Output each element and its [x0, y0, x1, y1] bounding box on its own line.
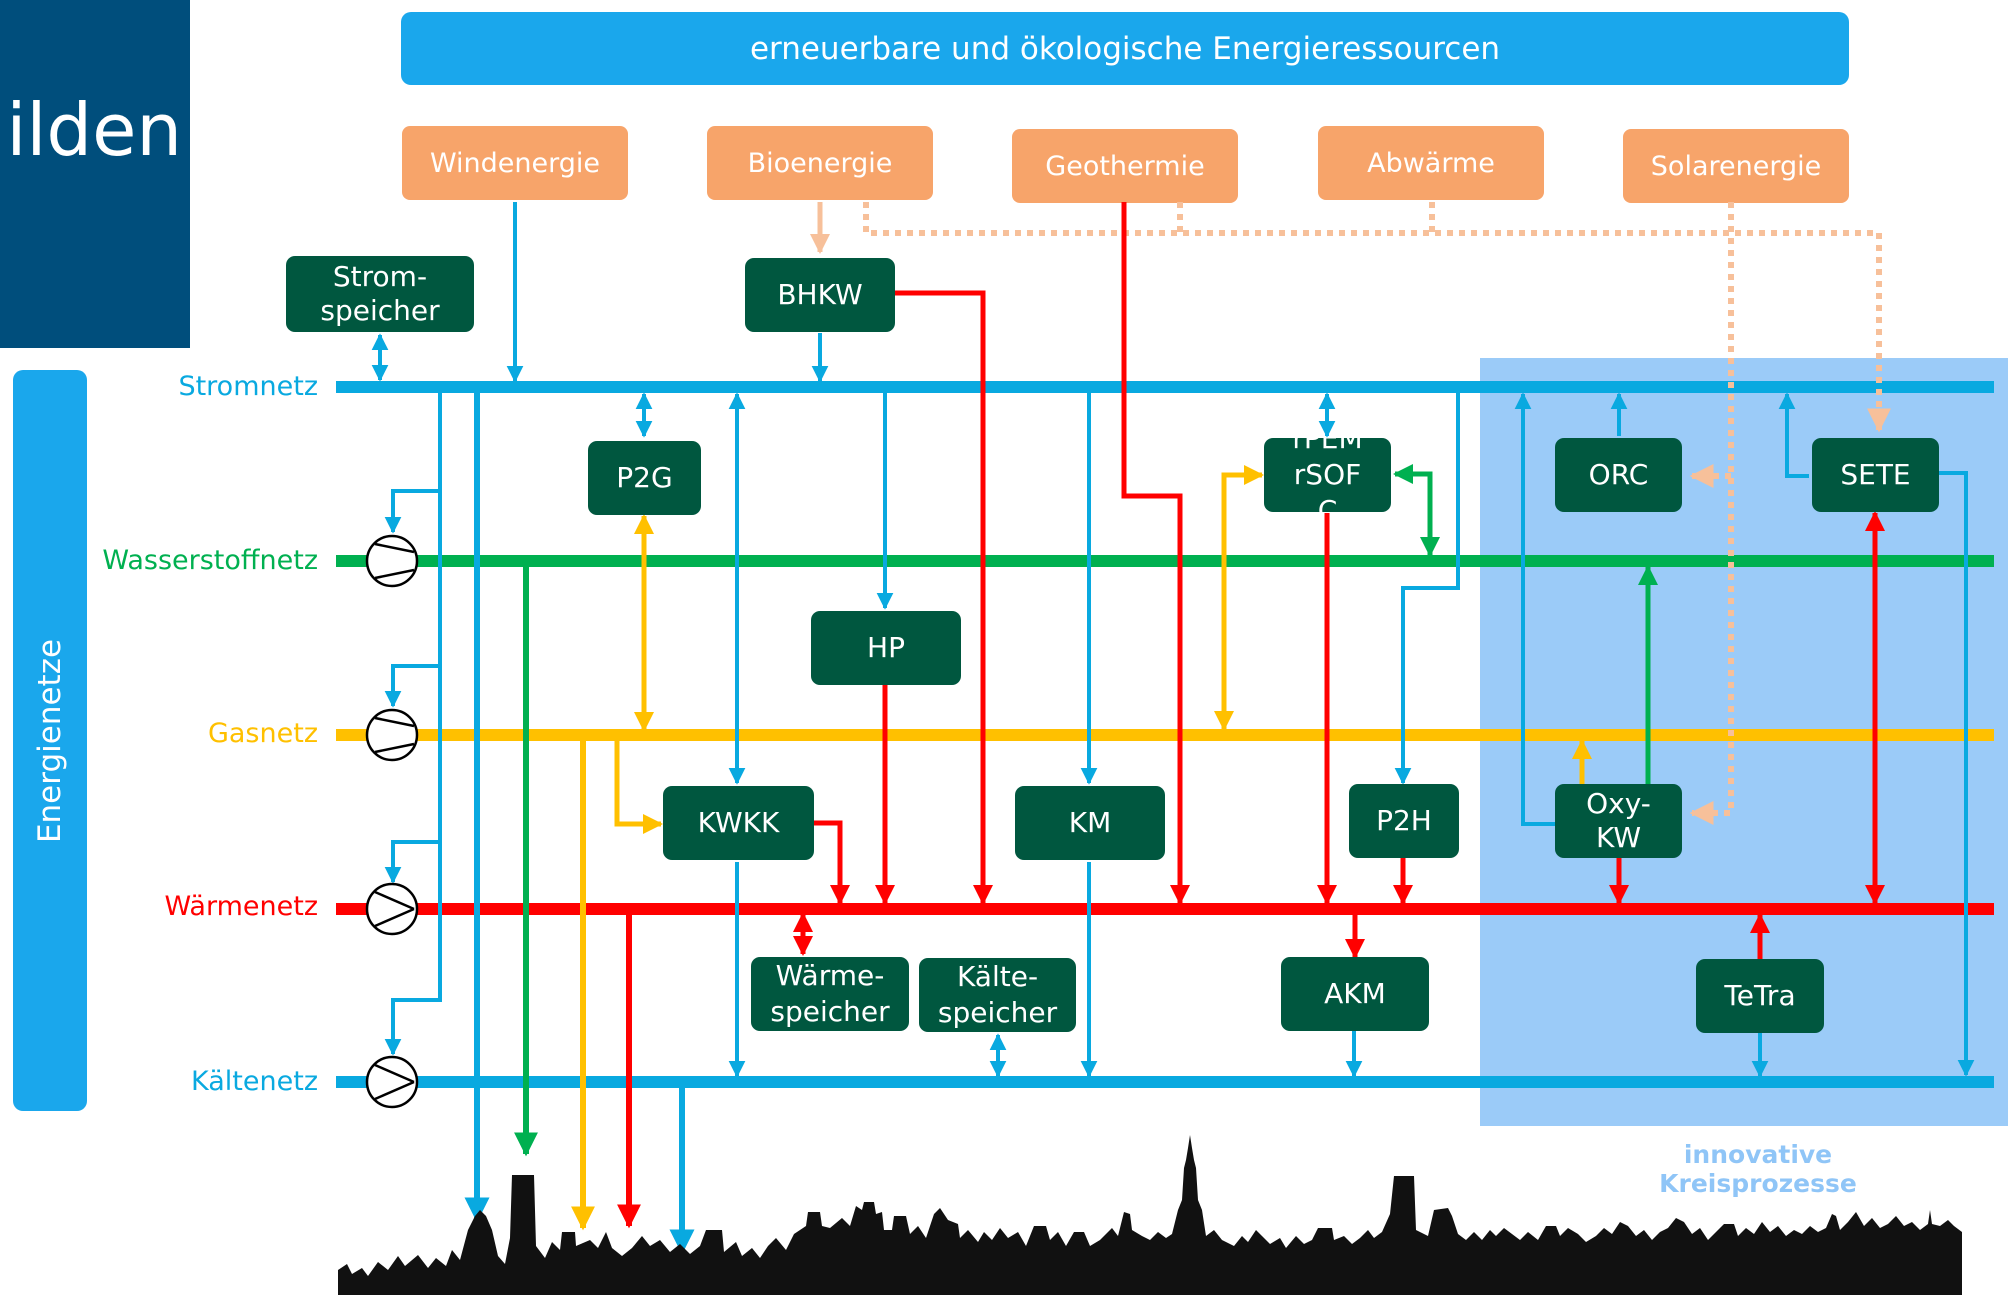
component-hp-label: HP: [867, 631, 905, 664]
pump-kaelte: [365, 1055, 419, 1109]
renewable-resources-banner: erneuerbare und ökologische Energieresso…: [401, 12, 1849, 85]
heat-links: [793, 202, 1885, 959]
title-box: ilden: [0, 0, 190, 348]
component-kaeltespeicher: Kälte- speicher: [919, 958, 1076, 1032]
component-p2g: P2G: [588, 441, 701, 515]
electric-links: [371, 202, 1975, 1078]
source-solarenergie: Solarenergie: [1623, 129, 1849, 203]
component-waermespeicher-label: Wärme- speicher: [770, 959, 890, 1028]
network-label-waerme: Wärmenetz: [164, 891, 318, 922]
hydrogen-links: [1393, 464, 1658, 784]
energienetze-bar: Energienetze: [13, 370, 87, 1111]
network-label-strom: Stromnetz: [178, 371, 318, 402]
component-rsofc-label: rPEM rSOF C: [1292, 438, 1363, 512]
source-abwaerme: Abwärme: [1318, 126, 1544, 200]
source-windenergie: Windenergie: [402, 126, 628, 200]
source-geothermie: Geothermie: [1012, 129, 1238, 203]
pump-waerme: [365, 882, 419, 936]
component-p2h-label: P2H: [1376, 804, 1432, 837]
component-p2g-label: P2G: [616, 461, 673, 494]
component-hp: HP: [811, 611, 961, 685]
component-km: KM: [1015, 786, 1165, 860]
component-stromspeicher-label: Strom- speicher: [320, 260, 440, 327]
network-lines: [336, 381, 1994, 1088]
renewable-dotted-lines: [863, 202, 1891, 825]
component-waermespeicher: Wärme- speicher: [751, 957, 909, 1031]
innovative-cycles-label: innovative Kreisprozesse: [1659, 1140, 1857, 1198]
compressor-symbols: [365, 534, 419, 1109]
component-oxykw: Oxy- KW: [1555, 784, 1682, 858]
component-km-label: KM: [1068, 806, 1112, 839]
component-bhkw-label: BHKW: [777, 278, 863, 311]
network-label-gas: Gasnetz: [207, 718, 318, 749]
component-bhkw: BHKW: [745, 258, 895, 332]
gas-links: [614, 465, 1592, 834]
component-oxykw-label: Oxy- KW: [1586, 787, 1651, 854]
city-skyline-image: [338, 1135, 1962, 1295]
component-rsofc: rPEM rSOF C: [1264, 438, 1391, 512]
compressor-gas: [365, 708, 419, 762]
city-supply-lines: [464, 393, 695, 1255]
component-tetra-label: TeTra: [1724, 979, 1796, 1012]
component-kwkk: KWKK: [663, 786, 814, 860]
component-p2h: P2H: [1349, 784, 1459, 858]
component-orc-label: ORC: [1588, 458, 1649, 491]
component-akm-label: AKM: [1324, 977, 1386, 1010]
component-akm: AKM: [1281, 957, 1429, 1031]
component-orc: ORC: [1555, 438, 1682, 512]
component-stromspeicher: Strom- speicher: [286, 256, 474, 332]
component-kwkk-label: KWKK: [697, 806, 780, 839]
component-sete-label: SETE: [1840, 458, 1911, 491]
page-title: ilden: [6, 88, 182, 172]
compressor-wasserstoff: [365, 534, 419, 588]
network-label-wasserstoff: Wasserstoffnetz: [102, 545, 318, 576]
source-bioenergie: Bioenergie: [707, 126, 933, 200]
network-label-kaelte: Kältenetz: [191, 1066, 318, 1097]
component-tetra: TeTra: [1696, 959, 1824, 1033]
component-sete: SETE: [1812, 438, 1939, 512]
component-kaeltespeicher-label: Kälte- speicher: [937, 960, 1058, 1029]
